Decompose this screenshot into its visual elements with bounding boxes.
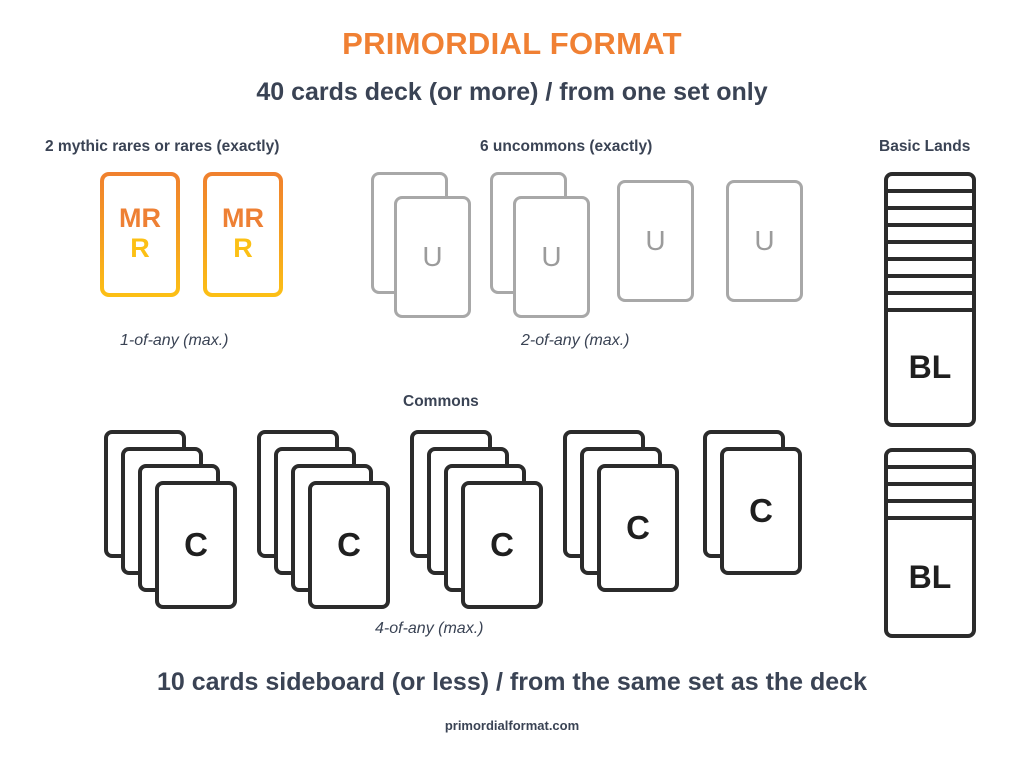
basic-land-slice [888,227,972,244]
rare-glyph: R [233,233,253,264]
common-card: C [597,464,679,592]
commons-section-label: Commons [403,393,479,410]
deck-rule-subtitle: 40 cards deck (or more) / from one set o… [256,78,768,106]
common-card: C [155,481,237,609]
uncommon-card: U [513,196,590,318]
common-card: C [461,481,543,609]
uncommon-glyph: U [541,241,562,272]
basic-land-slice [888,244,972,261]
sideboard-rule: 10 cards sideboard (or less) / from the … [156,668,867,696]
page-title: PRIMORDIAL FORMAT [342,26,682,61]
basic-land-slice [888,193,972,210]
common-glyph: C [626,509,650,546]
uncommon-card: U [394,196,471,318]
basic-land-slice [888,278,972,295]
basic-land-slice [888,261,972,278]
mythic-rare-card: MR R [100,172,180,297]
basic-land-slice [888,210,972,227]
mythic-rare-card: MR R [203,172,283,297]
mythic-rare-glyph: MR [222,203,264,234]
mythic-rare-glyph: MR [119,203,161,234]
uncommon-card: U [617,180,694,302]
basic-land-slice [888,452,972,469]
rare-glyph: R [130,233,150,264]
uncommons-caption: 2-of-any (max.) [521,332,630,349]
uncommon-card: U [726,180,803,302]
common-glyph: C [749,492,773,529]
rares-caption: 1-of-any (max.) [120,332,229,349]
uncommon-glyph: U [645,225,666,256]
common-card: C [720,447,802,575]
uncommons-section-label: 6 uncommons (exactly) [480,138,653,155]
basic-land-stack: BL [884,172,976,427]
basic-land-slice [888,295,972,312]
basic-land-glyph: BL [908,349,952,385]
basic-land-glyph: BL [908,558,952,595]
basic-lands-section-label: Basic Lands [879,138,971,155]
basic-land-slice [888,469,972,486]
basic-land-slice [888,503,972,520]
basic-land-slice [888,176,972,193]
uncommon-glyph: U [754,225,775,256]
rares-section-label: 2 mythic rares or rares (exactly) [45,138,280,155]
uncommon-glyph: U [422,241,443,272]
common-glyph: C [184,526,208,563]
basic-land-slice [888,486,972,503]
basic-land-face: BL [888,520,972,634]
basic-land-face: BL [888,312,972,423]
commons-caption: 4-of-any (max.) [375,620,484,637]
site-url: primordialformat.com [444,718,580,733]
common-card: C [308,481,390,609]
basic-land-stack: BL [884,448,976,638]
common-glyph: C [490,526,514,563]
common-glyph: C [337,526,361,563]
